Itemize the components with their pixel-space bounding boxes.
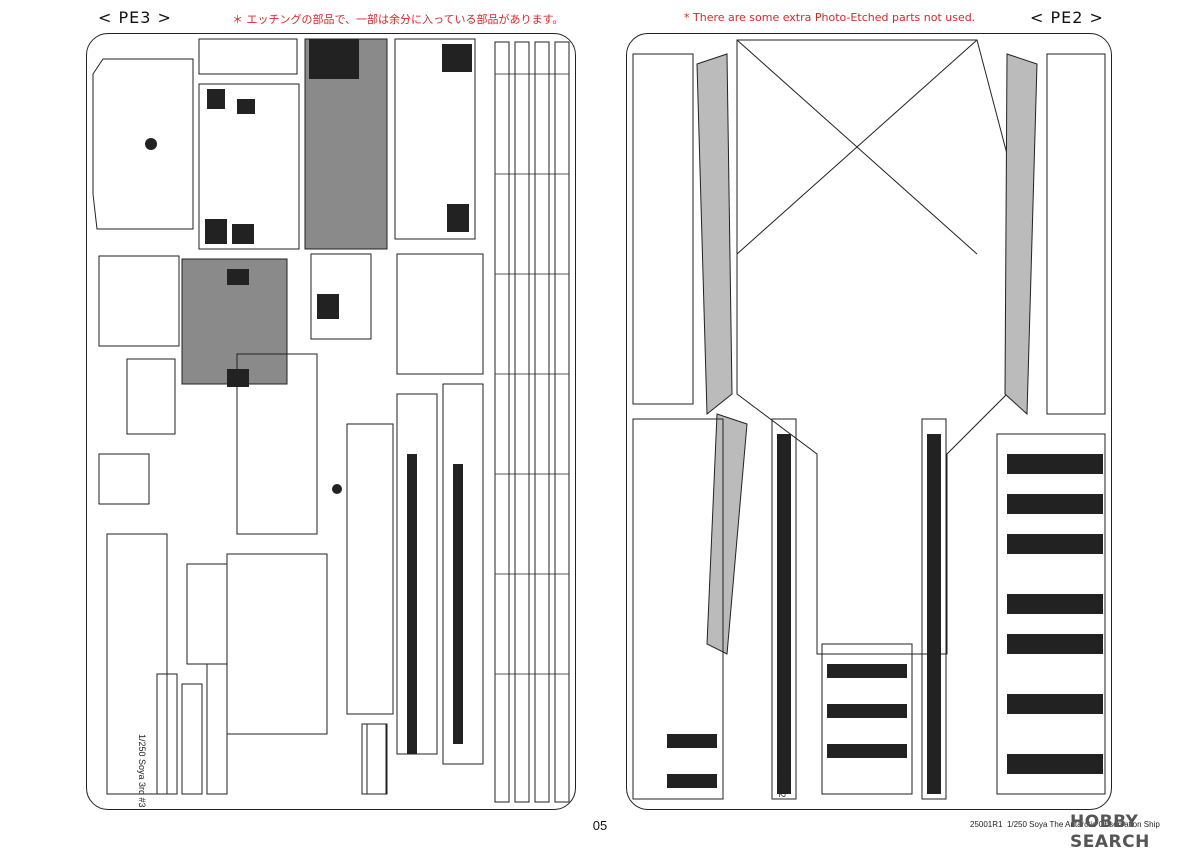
footer-title: 1/250 Soya The Antarctic Observation Shi… (1006, 820, 1160, 829)
pe3-fret-drawing: 1/250 Soya 3rd #3 (92, 38, 570, 808)
header-pe3: < PE3 > (98, 8, 172, 27)
sheet-pe3: 1/250 Soya 3rd #3 (86, 33, 576, 810)
page-number: 05 (592, 818, 608, 833)
note-japanese: ＊ エッチングの部品で、一部は余分に入っている部品があります。 (232, 13, 564, 26)
pe2-fret-drawing: 1/250 Soya 3rd #2 (632, 39, 1106, 800)
sheet-pe2: 1/250 Soya 3rd #2 (626, 33, 1112, 810)
pe2-stamp: 1/250 Soya 3rd #2 (777, 724, 787, 798)
footer-code: 25001R1 (970, 820, 1003, 829)
header-pe2: < PE2 > (1030, 8, 1104, 27)
footer-text: 25001R1 1/250 Soya The Antarctic Observa… (970, 820, 1160, 829)
note-english: * There are some extra Photo-Etched part… (684, 11, 976, 24)
pe3-stamp: 1/250 Soya 3rd #3 (137, 734, 147, 808)
watermark: HOBBY SEARCH (1070, 812, 1150, 852)
